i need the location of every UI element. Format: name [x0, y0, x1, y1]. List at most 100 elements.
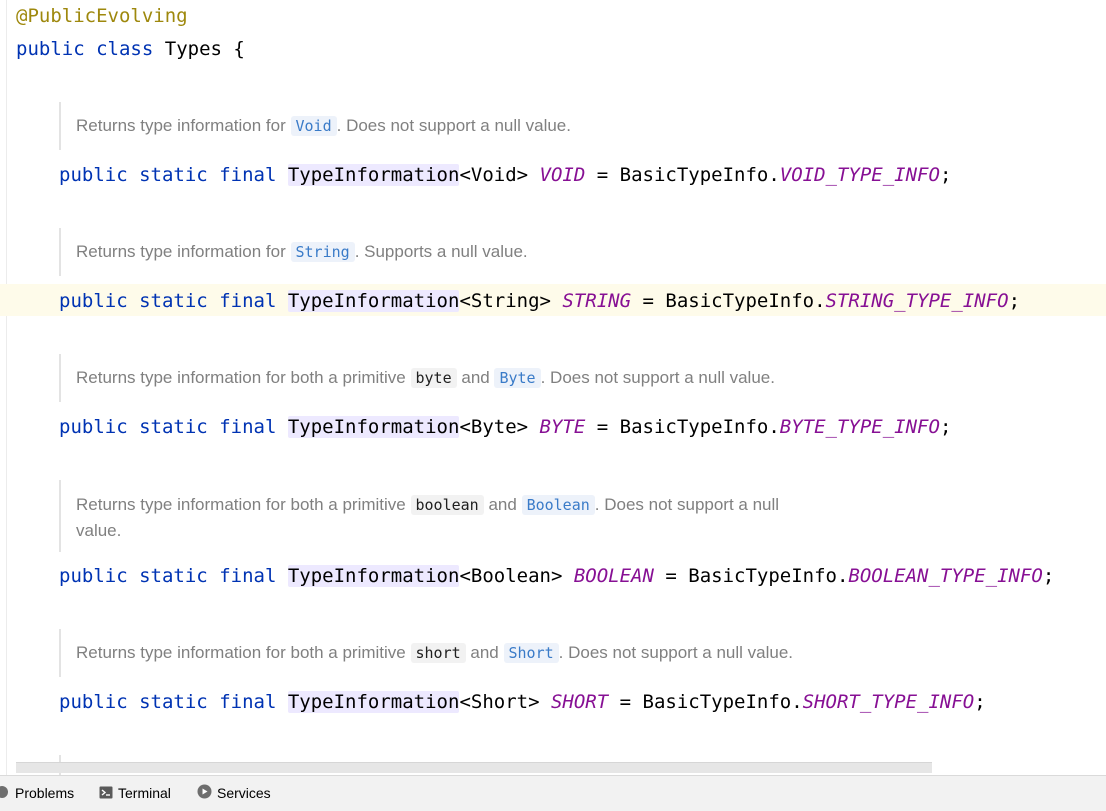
status-bar — [0, 802, 1106, 810]
doc-text: Returns type information for — [76, 116, 286, 135]
field-name: SHORT — [550, 691, 609, 713]
doc-text: Returns type information for both a prim… — [76, 495, 406, 514]
keyword-public: public — [59, 416, 128, 438]
class-declaration[interactable]: public class Types { — [16, 37, 245, 61]
doc-link-type[interactable]: Byte — [494, 368, 541, 388]
problems-icon — [0, 784, 10, 804]
field-declaration-string[interactable]: public static final TypeInformation<Stri… — [59, 289, 1020, 313]
field-declaration-boolean[interactable]: public static final TypeInformation<Bool… — [59, 564, 1054, 588]
keyword-final: final — [219, 565, 277, 587]
tool-window-services[interactable]: Services — [197, 783, 271, 803]
keyword-class: class — [96, 38, 154, 60]
rhs-class: BasicTypeInfo. — [642, 691, 803, 713]
type-reference[interactable]: TypeInformation — [287, 290, 460, 312]
field-name: VOID — [539, 164, 586, 186]
doc-text: and — [470, 643, 499, 662]
terminal-icon — [99, 784, 113, 804]
rhs-constant: VOID_TYPE_INFO — [779, 164, 940, 186]
tool-window-terminal[interactable]: Terminal — [99, 783, 171, 803]
doc-text: Returns type information for both a prim… — [76, 643, 406, 662]
rhs-constant: STRING_TYPE_INFO — [825, 290, 1009, 312]
rhs-class: BasicTypeInfo. — [688, 565, 849, 587]
type-reference[interactable]: TypeInformation — [287, 691, 460, 713]
class-name: Types — [164, 38, 222, 60]
generic-param: <String> — [459, 290, 551, 312]
doc-text: Returns type information for both a prim… — [76, 368, 406, 387]
doc-text: . Does not support a null value. — [558, 643, 794, 662]
doc-link-type[interactable]: Boolean — [521, 495, 595, 515]
caret-row-highlight — [0, 284, 1106, 316]
javadoc-boolean: Returns type information for both a prim… — [59, 480, 779, 552]
assign-operator: = — [585, 164, 620, 186]
doc-text: Returns type information for — [76, 242, 286, 261]
keyword-final: final — [219, 290, 277, 312]
annotation-line[interactable]: @PublicEvolving — [16, 4, 188, 28]
doc-link-type[interactable]: Short — [503, 643, 559, 663]
generic-param: <Byte> — [459, 416, 529, 438]
keyword-static: static — [139, 416, 208, 438]
doc-text: value. — [76, 521, 122, 540]
tool-window-label: Problems — [15, 785, 75, 801]
assign-operator: = — [608, 691, 643, 713]
generic-param: <Void> — [459, 164, 529, 186]
type-reference[interactable]: TypeInformation — [287, 416, 460, 438]
tool-window-label: Terminal — [118, 785, 171, 801]
keyword-final: final — [219, 416, 277, 438]
doc-link-type[interactable]: Void — [290, 116, 337, 136]
doc-text: . Does not support a null — [594, 495, 780, 514]
rhs-class: BasicTypeInfo. — [619, 164, 780, 186]
field-declaration-byte[interactable]: public static final TypeInformation<Byte… — [59, 415, 951, 439]
doc-text: . Does not support a null value. — [540, 368, 775, 387]
doc-link-type[interactable]: String — [290, 242, 355, 262]
generic-param: <Boolean> — [459, 565, 563, 587]
keyword-public: public — [59, 565, 128, 587]
field-name: STRING — [562, 290, 632, 312]
semicolon: ; — [939, 164, 952, 186]
type-reference[interactable]: TypeInformation — [287, 164, 460, 186]
keyword-final: final — [219, 164, 277, 186]
doc-text: and — [461, 368, 490, 387]
javadoc-short: Returns type information for both a prim… — [59, 629, 793, 677]
rhs-constant: SHORT_TYPE_INFO — [802, 691, 975, 713]
rhs-constant: BYTE_TYPE_INFO — [779, 416, 940, 438]
keyword-static: static — [139, 565, 208, 587]
assign-operator: = — [653, 565, 689, 587]
field-name: BOOLEAN — [573, 565, 654, 587]
assign-operator: = — [631, 290, 666, 312]
keyword-public: public — [59, 290, 128, 312]
gutter-separator — [6, 0, 7, 775]
doc-code-primitive: byte — [410, 368, 457, 388]
assign-operator: = — [585, 416, 620, 438]
tool-window-problems[interactable]: Problems — [0, 783, 74, 803]
keyword-static: static — [139, 691, 208, 713]
keyword-static: static — [139, 290, 208, 312]
keyword-public: public — [59, 164, 128, 186]
keyword-static: static — [139, 164, 208, 186]
open-brace: { — [233, 38, 245, 60]
rhs-constant: BOOLEAN_TYPE_INFO — [848, 565, 1043, 587]
type-reference[interactable]: TypeInformation — [287, 565, 460, 587]
rhs-class: BasicTypeInfo. — [665, 290, 826, 312]
semicolon: ; — [1042, 565, 1055, 587]
rhs-class: BasicTypeInfo. — [619, 416, 780, 438]
semicolon: ; — [939, 416, 952, 438]
generic-param: <Short> — [459, 691, 540, 713]
field-declaration-short[interactable]: public static final TypeInformation<Shor… — [59, 690, 986, 714]
semicolon: ; — [1008, 290, 1021, 312]
javadoc-byte: Returns type information for both a prim… — [59, 354, 775, 402]
doc-code-primitive: boolean — [410, 495, 484, 515]
services-icon — [197, 784, 212, 804]
doc-text: . Does not support a null value. — [336, 116, 571, 135]
doc-code-primitive: short — [410, 643, 466, 663]
keyword-public: public — [59, 691, 128, 713]
code-editor[interactable]: @PublicEvolving public class Types { Ret… — [0, 0, 1106, 775]
horizontal-scrollbar[interactable] — [16, 762, 932, 773]
annotation: @PublicEvolving — [16, 5, 188, 27]
tool-window-label: Services — [217, 785, 271, 801]
keyword-public: public — [16, 38, 85, 60]
doc-text: . Supports a null value. — [354, 242, 528, 261]
field-name: BYTE — [539, 416, 586, 438]
field-declaration-void[interactable]: public static final TypeInformation<Void… — [59, 163, 951, 187]
keyword-final: final — [219, 691, 277, 713]
semicolon: ; — [974, 691, 986, 713]
